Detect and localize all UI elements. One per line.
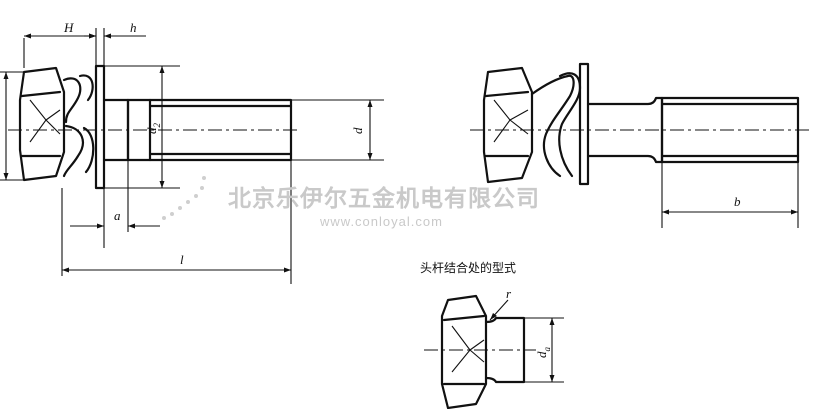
dim-s: s [0,71,24,181]
watermark-url: www.conloyal.com [319,214,443,229]
dim-r: r [489,286,512,321]
label-r: r [506,286,512,301]
detail-view: r da [424,286,564,409]
detail-caption: 头杆结合处的型式 [420,260,516,275]
label-d: d [350,127,365,134]
left-assembly-view: H h s d2 [0,20,384,284]
dim-d2: d2 [104,65,180,189]
label-d2: d2 [144,123,162,135]
dim-h: h [84,20,146,66]
dim-l: l [61,160,292,284]
detail-hex-head [440,294,488,409]
watermark-company: 北京乐伊尔五金机电有限公司 [228,185,540,212]
right-shank [586,96,800,164]
label-b: b [734,194,741,209]
dim-d: d [291,99,384,161]
dim-b: b [661,162,799,228]
right-spring-washer [530,72,582,178]
left-flat-washer [94,64,106,190]
label-a: a [114,208,121,223]
dim-H: H [23,20,97,68]
right-assembly-view: b [470,62,812,228]
left-hex-head [18,66,66,182]
watermark-logo [162,176,206,220]
left-spring-washer [62,74,95,178]
dim-da: da [524,317,564,383]
dim-a: a [70,160,160,248]
label-h: h [130,20,137,35]
right-flat-washer [578,62,590,186]
label-l: l [180,252,184,267]
right-hex-head [482,66,534,184]
label-H: H [63,20,74,35]
label-da: da [534,347,552,359]
watermark: 北京乐伊尔五金机电有限公司 www.conloyal.com [162,176,540,229]
